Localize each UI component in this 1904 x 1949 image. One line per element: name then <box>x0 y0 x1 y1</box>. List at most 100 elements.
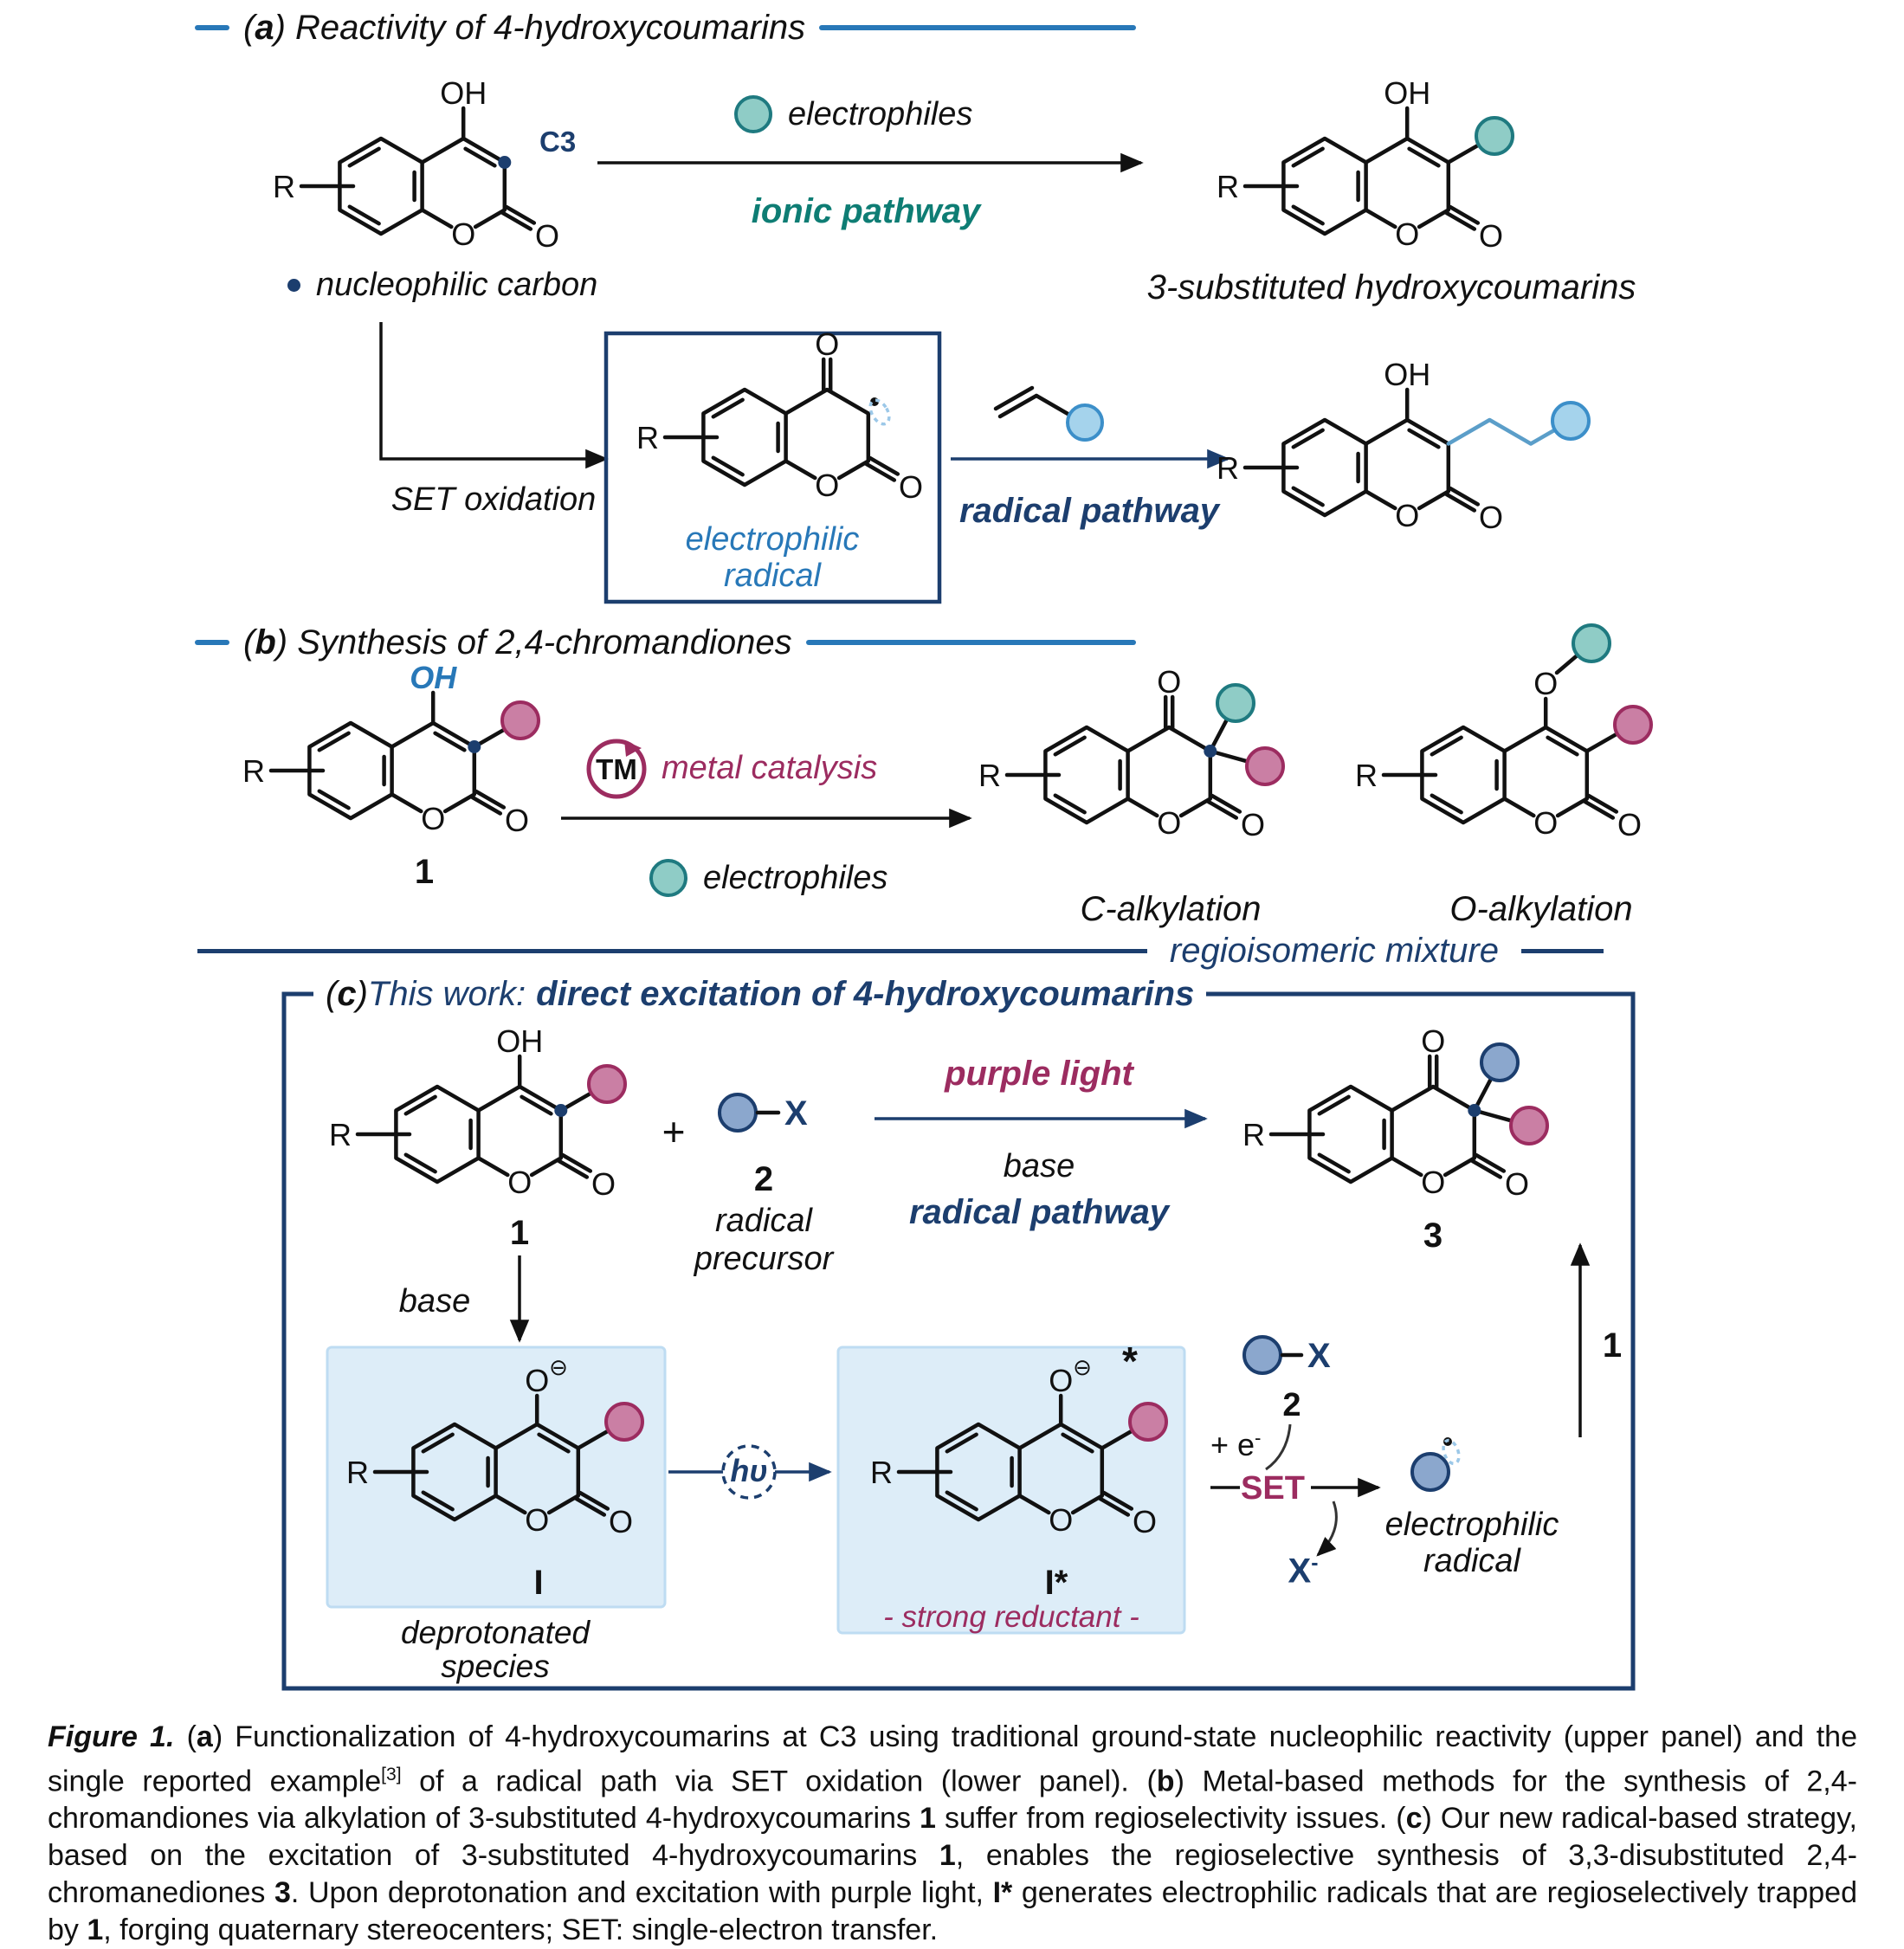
panel-c-title-bold: direct excitation of 4-hydroxycoumarins <box>536 974 1195 1013</box>
base-label-left: base <box>398 1283 471 1320</box>
compound-2-label: 2 <box>753 1160 774 1198</box>
structure-electrophilic-radical <box>636 326 923 505</box>
product-a-caption: 3-substituted hydroxycoumarins <box>1146 268 1636 307</box>
plus-electron-label: + e- <box>1210 1427 1262 1462</box>
radical-ball-icon <box>1410 1452 1450 1492</box>
electrophilic-radical-box <box>603 331 942 604</box>
excited-state-box <box>836 1346 1186 1635</box>
set-label: SET <box>1241 1470 1305 1507</box>
halide-sup: - <box>1311 1552 1319 1575</box>
compound-2b-label: 2 <box>1282 1387 1301 1423</box>
nucleophilic-c3-dot <box>554 1104 568 1117</box>
alkene-radical-acceptor-icon <box>993 385 1104 442</box>
structure-excited-species-I-star: * <box>870 1339 1168 1539</box>
tm-catalyst-icon: TM <box>586 739 647 799</box>
deprotonated-species-caption: deprotonated species <box>401 1616 590 1683</box>
intermediate-I-label: I <box>533 1564 544 1602</box>
c3-substituent-ball-icon <box>500 700 540 740</box>
purple-light-label: purple light <box>945 1055 1133 1093</box>
deprotonated-line1: deprotonated <box>400 1615 591 1650</box>
header-dash <box>195 640 229 645</box>
panel-a-title: (a) Reactivity of 4-hydroxycoumarins <box>243 8 806 47</box>
panel-b-header: (b) Synthesis of 2,4-chromandiones <box>195 622 1136 663</box>
electrophile-ball-icon <box>1475 116 1514 156</box>
hv-badge-icon <box>721 1444 777 1500</box>
electrophile-ball-icon <box>1216 683 1255 723</box>
c3-substituent-ball-icon <box>1613 705 1653 745</box>
radical-precursor-caption: radical precursor <box>694 1202 834 1278</box>
structure-4-hydroxycoumarin: C3 <box>273 75 576 254</box>
header-dash <box>195 25 229 30</box>
set-oxidation-label: SET oxidation <box>390 481 597 518</box>
c3-substituent-ball-icon <box>1128 1402 1168 1442</box>
nucleophilic-carbon-legend: nucleophilic carbon <box>287 267 597 304</box>
radical-orbital-icon <box>1442 1438 1461 1466</box>
this-work-label: This work: <box>367 974 526 1013</box>
radical-orbital-icon <box>868 398 891 426</box>
quaternary-carbon-dot <box>1468 1104 1481 1117</box>
halide-anion-label: X- <box>1288 1552 1319 1591</box>
metal-catalysis-label: metal catalysis <box>662 750 878 786</box>
panel-c-letter: (c) <box>326 974 368 1013</box>
c3-substituent-ball-icon <box>1509 1106 1549 1146</box>
electrophilic-radical-line1: electrophilic <box>685 521 860 558</box>
strong-reductant-label: - strong reductant - <box>883 1600 1139 1634</box>
radical-ball-icon <box>1551 401 1591 441</box>
leaving-group-x-label: X <box>784 1094 808 1133</box>
electrophilic-radical-line2: radical <box>1423 1543 1520 1579</box>
panel-a-header: (a) Reactivity of 4-hydroxycoumarins <box>195 7 1136 48</box>
electron-sup: - <box>1255 1427 1262 1449</box>
electrophilic-radical-line1: electrophilic <box>1384 1507 1559 1543</box>
radical-precursor-line2: precursor <box>694 1241 834 1277</box>
panel-b-title: (b) Synthesis of 2,4-chromandiones <box>243 623 792 661</box>
caption-ref-3: [3] <box>381 1765 402 1784</box>
structure-compound-1 <box>242 660 540 838</box>
base-label-top: base <box>1003 1148 1075 1184</box>
structure-3-substituted-hydroxycoumarin <box>1217 75 1514 254</box>
electrophilic-radical-caption: electrophilic radical <box>686 521 860 594</box>
hv-label: hυ <box>730 1453 768 1488</box>
electrophiles-legend: electrophiles <box>734 95 972 133</box>
electrophiles-legend-b: electrophiles <box>649 859 887 897</box>
catalytic-cycle-arrowhead-icon <box>624 740 642 757</box>
o-alkylation-label: O-alkylation <box>1449 890 1633 928</box>
regioisomeric-label: regioisomeric mixture <box>1169 931 1499 970</box>
figure-caption: Figure 1. (a) Functionalization of 4-hyd… <box>48 1720 1857 1947</box>
plus-sign: + <box>662 1109 686 1154</box>
electrophilic-radical-line2: radical <box>724 558 821 594</box>
radical-precursor-icon: X <box>718 1093 808 1133</box>
caption-figure-label: Figure 1. <box>48 1720 175 1753</box>
structure-o-alkylation-product: O <box>1355 623 1653 842</box>
electrophiles-label: electrophiles <box>703 859 888 896</box>
electron-transfer-curve <box>1265 1423 1292 1471</box>
radical-ball-icon <box>1242 1335 1282 1375</box>
regio-line-right <box>1521 948 1604 953</box>
regioisomeric-banner: regioisomeric mixture <box>197 932 1604 970</box>
header-line <box>819 25 1136 30</box>
c3-substituent-ball-icon <box>604 1402 644 1442</box>
electrophile-ball-icon <box>1572 623 1611 663</box>
deprotonated-line2: species <box>441 1649 550 1684</box>
set-oxidation-arrow <box>379 322 609 469</box>
nucleophilic-c3-dot <box>498 156 512 169</box>
radical-ball-icon <box>1480 1042 1520 1082</box>
radical-ball-icon <box>1066 403 1104 442</box>
radical-ball-icon <box>718 1093 758 1133</box>
radical-pathway-label: radical pathway <box>958 492 1220 530</box>
quaternary-carbon-dot <box>1204 745 1217 758</box>
electrophilic-radical-caption-c: electrophilic radical <box>1385 1507 1559 1579</box>
structure-compound-1-panel-c <box>329 1023 627 1202</box>
panel-c-title: (c) This work: direct excitation of 4-hy… <box>313 973 1207 1015</box>
structure-c-alkylation-product <box>978 664 1285 842</box>
electrophile-ball-icon <box>649 859 687 897</box>
compound-1-label: 1 <box>414 853 435 891</box>
scheme-canvas: O O R OH O O ⊖ C3 <box>0 0 1653 1691</box>
radical-precursor-2-icon: X <box>1242 1335 1331 1375</box>
header-line <box>805 640 1136 645</box>
structure-radical-alkylation-product <box>1217 357 1591 535</box>
structure-deprotonated-species-I <box>346 1355 644 1539</box>
enol-ether-oxygen-label: O <box>1533 666 1558 701</box>
nucleophilic-carbon-label: nucleophilic carbon <box>316 267 598 303</box>
electrophile-ball-icon <box>734 95 772 133</box>
electrophilic-radical-icon <box>1410 1437 1461 1492</box>
